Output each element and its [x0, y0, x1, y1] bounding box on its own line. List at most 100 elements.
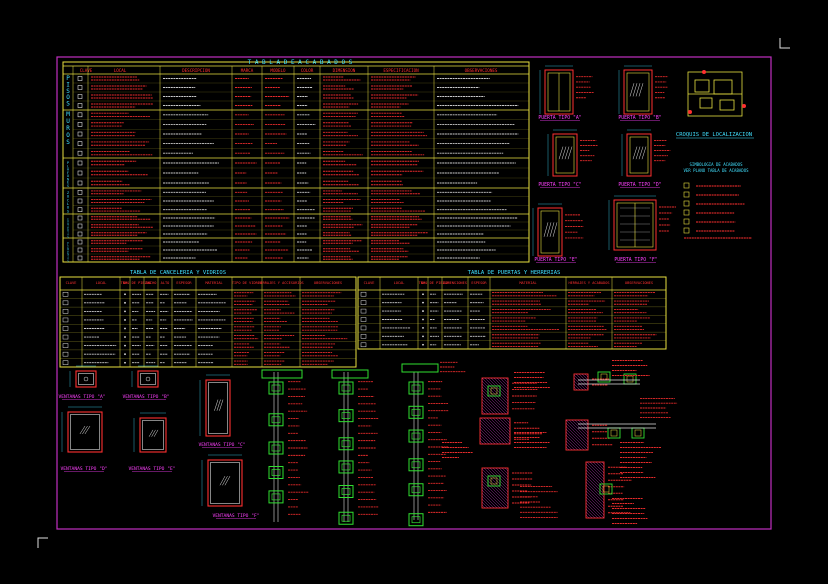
perfil-aluminio-vertical	[338, 372, 379, 525]
acabados-group-letter: E	[67, 227, 69, 230]
table-header-cell: MATERIAL	[519, 281, 536, 285]
acabados-group-letter: O	[67, 258, 69, 261]
acabados-header-1: LOCAL	[114, 68, 127, 73]
acabados-group-letter: A	[67, 234, 69, 237]
table-header-cell: MATERIAL	[205, 281, 222, 285]
acabados-header-3: MARCA	[241, 68, 254, 73]
puertas-elevaciones: PUERTA TIPO "A" PUERTA TIPO "B" PUERTA TIP…	[532, 65, 677, 263]
acabados-group-letter: E	[67, 246, 69, 249]
puerta-tipo-1: PUERTA TIPO "B"	[618, 65, 669, 121]
acabados-group-letter: A	[67, 168, 69, 172]
ventana-tipo-4: VENTANAS TIPO "E"	[128, 412, 176, 472]
puerta-tipo-label: PUERTA TIPO "F"	[614, 257, 657, 263]
ventana-tipo-0: VENTANAS TIPO "A"	[58, 365, 106, 400]
table-header-cell: HERRAJES Y ACCESORIOS	[258, 281, 303, 285]
table-header-cell: OBSERVACIONES	[625, 281, 653, 285]
ventana-tipo-label: VENTANAS TIPO "F"	[212, 513, 259, 519]
acabados-group-letter: P	[66, 75, 70, 82]
acabados-group-letter: E	[67, 242, 69, 245]
acabados-group-letter: M	[67, 249, 69, 252]
tabla-acabados-title: T A B L A D E A C A B A D O S	[248, 59, 353, 66]
ventana-tipo-label: VENTANAS TIPO "D"	[60, 466, 107, 472]
croquis-localizacion: CROQUIS DE LOCALIZACION SIMBOLOGIA DE AC…	[676, 70, 754, 239]
corner-mark-bottom-left	[37, 537, 48, 548]
acabados-group-letter: T	[67, 255, 69, 258]
tabla-canceleria: TABLA DE CANCELERIA Y VIDRIOS CLAVE LOCAL…	[59, 270, 357, 368]
puerta-tipo-5: PUERTA TIPO "F"	[608, 195, 677, 263]
puerta-tipo-label: PUERTA TIPO "E"	[534, 257, 577, 263]
acabados-group-letter: P	[67, 161, 69, 165]
tabla-canceleria-title: TABLA DE CANCELERIA Y VIDRIOS	[130, 270, 226, 276]
puerta-tipo-label: PUERTA TIPO "A"	[538, 115, 581, 121]
acabados-group-letter: R	[66, 125, 70, 132]
acabados-group-letter: F	[67, 171, 69, 175]
acabados-header-5: COLOR	[301, 68, 314, 73]
perfil-aluminio-vertical	[408, 372, 449, 527]
acabados-group-letter: B	[67, 222, 69, 225]
acabados-group-letter: O	[67, 206, 69, 210]
acabados-group-letter: O	[66, 94, 70, 101]
acabados-group-letter: I	[67, 225, 69, 228]
table-header-cell: No. DE PIEZAS	[123, 281, 151, 285]
ventana-tipo-2: VENTANAS TIPO "C"	[198, 374, 246, 448]
acabados-header-8: OBSERVACIONES	[465, 68, 498, 73]
ventanas-elevaciones: VENTANAS TIPO "A" VENTANAS TIPO "B" VENTAN…	[58, 365, 260, 519]
acabados-group-letter: S	[66, 101, 70, 108]
acabados-group-letter: I	[66, 81, 70, 88]
acabados-group-letter: O	[67, 195, 69, 199]
acabados-group-letter: U	[67, 220, 69, 223]
acabados-header-7: ESPECIFICACION	[383, 68, 419, 73]
table-header-cell: CLAVE	[66, 281, 77, 285]
acabados-group-letter: M	[66, 111, 70, 118]
acabados-group-letter: L	[67, 164, 69, 168]
acabados-group-letter: L	[67, 202, 70, 206]
detalle-muro	[585, 461, 632, 519]
acabados-group-letter: S	[67, 260, 69, 263]
table-header-cell: ESPESOR	[176, 281, 192, 285]
table-header-cell: DIMENSIONES	[443, 281, 467, 285]
detalle-muro	[565, 419, 613, 451]
table-header-cell: CLAVE	[364, 281, 375, 285]
croquis-plan	[687, 71, 743, 117]
table-header-cell: LOCAL	[96, 281, 107, 285]
ventana-tipo-3: VENTANAS TIPO "D"	[60, 406, 108, 472]
acabados-header-0: CLAVE	[80, 68, 93, 73]
acabados-header-4: MODELO	[270, 68, 286, 73]
detalles-constructivos	[261, 360, 678, 527]
ventana-tipo-label: VENTANAS TIPO "E"	[128, 466, 175, 472]
acabados-group-letter: C	[67, 198, 69, 202]
table-header-cell: TIPO	[121, 281, 130, 285]
table-header-cell: ESPESOR	[471, 281, 487, 285]
acabados-group-letter: R	[67, 229, 69, 232]
puerta-tipo-4: PUERTA TIPO "E"	[532, 203, 584, 263]
acabados-group-letter: E	[67, 181, 69, 185]
table-header-cell: TIPO DE VIDRIO	[232, 281, 262, 285]
acabados-header-2: DESCRIPCION	[182, 68, 210, 73]
puerta-tipo-0: PUERTA TIPO "A"	[538, 65, 595, 121]
acabados-group-letter: N	[67, 253, 69, 256]
croquis-title: CROQUIS DE LOCALIZACION	[676, 132, 752, 138]
puerta-tipo-2: PUERTA TIPO "C"	[538, 129, 598, 188]
table-header-cell: TIPO	[419, 281, 428, 285]
puerta-tipo-label: PUERTA TIPO "B"	[618, 115, 661, 121]
acabados-group-letter: S	[66, 139, 70, 146]
detalle-muro	[481, 377, 539, 415]
acabados-group-letter: S	[67, 209, 69, 213]
table-header-cell: ALTO	[161, 281, 170, 285]
acabados-header-6: DIMENSION	[333, 68, 356, 73]
table-header-cell: OBSERVACIONES	[314, 281, 342, 285]
acabados-group-letter: C	[67, 218, 69, 221]
table-header-cell: No. DE PIEZAS	[421, 281, 449, 285]
acabados-group-letter: S	[67, 236, 69, 239]
table-header-cell: HERRAJES Y ACABADOS	[568, 281, 609, 285]
acabados-group-letter: E	[67, 251, 69, 254]
ventana-tipo-label: VENTANAS TIPO "C"	[198, 442, 245, 448]
ventana-tipo-1: VENTANAS TIPO "B"	[122, 365, 170, 400]
simbologia-subtitle: VER PLANO TABLA DE ACABADOS	[683, 168, 749, 173]
corner-mark-top-right	[779, 38, 790, 49]
acabados-group-letter: S	[66, 88, 70, 95]
acabados-group-letter: L	[67, 244, 69, 247]
